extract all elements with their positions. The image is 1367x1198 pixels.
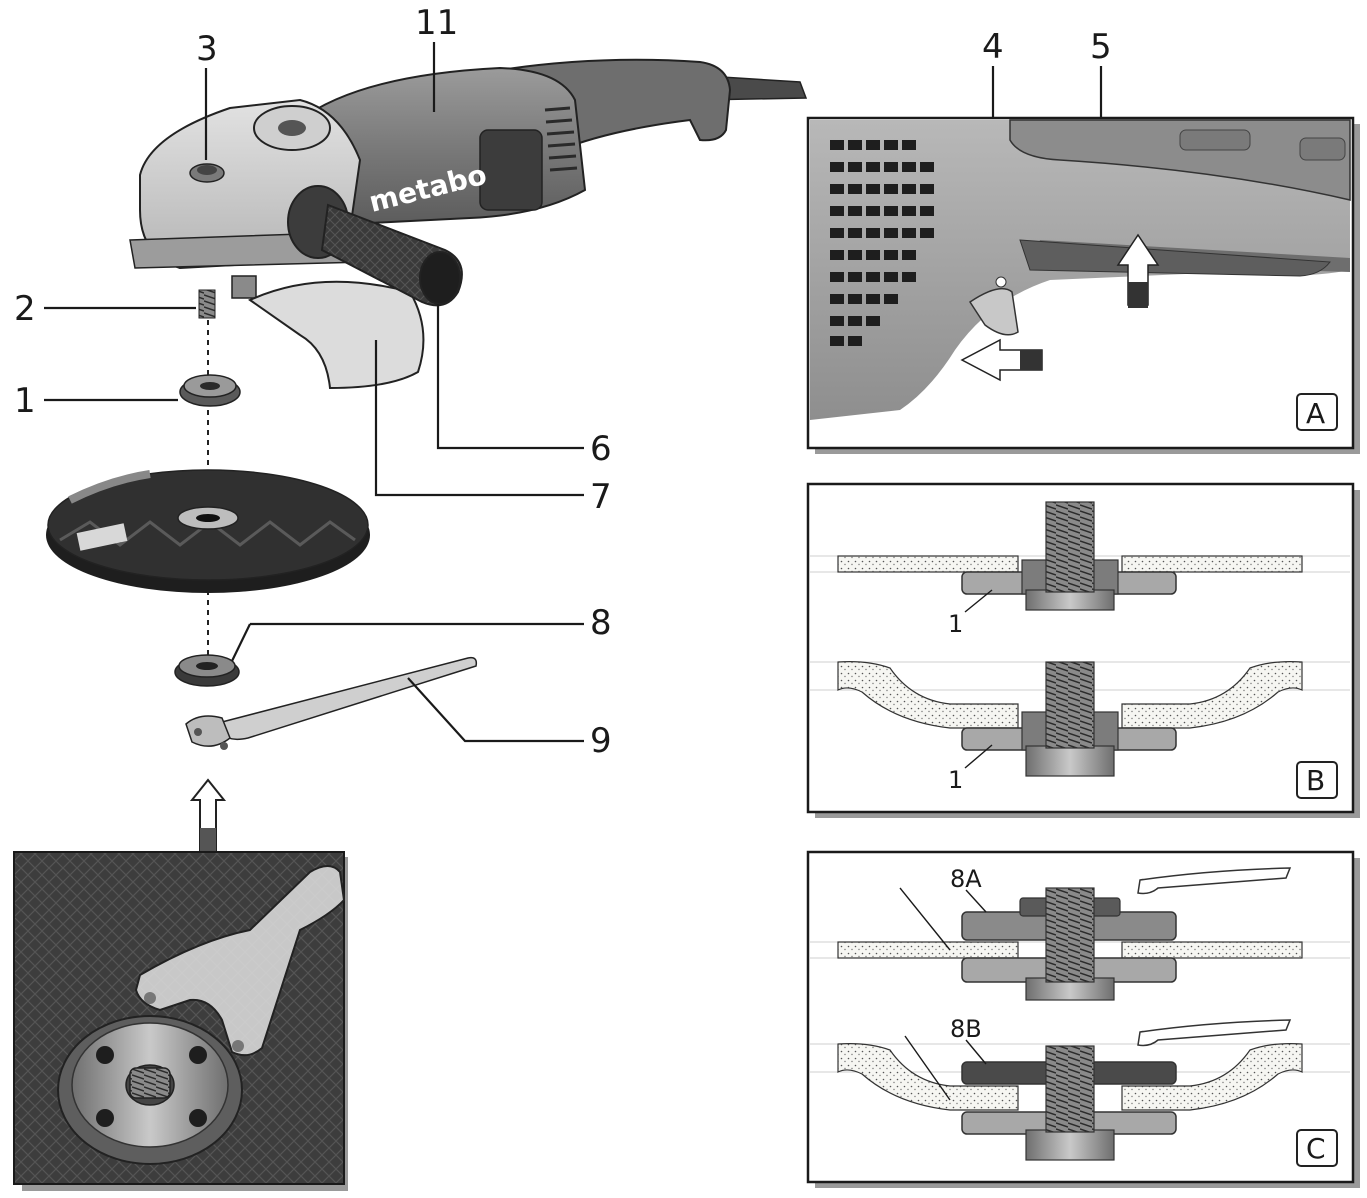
spanner-icon	[1137, 1019, 1292, 1047]
flat-disc-left	[837, 555, 1019, 573]
callout-4: 4	[982, 27, 1004, 67]
switch-paddle	[1019, 239, 1331, 277]
panel-b-label-top: 1	[948, 610, 963, 638]
switch-housing	[479, 129, 543, 211]
vent-grid	[830, 140, 934, 346]
spanner-icon	[134, 865, 346, 1057]
cutting-disc	[46, 469, 370, 593]
panel-a: A	[806, 116, 1360, 454]
spanner-icon	[1137, 867, 1292, 895]
callout-2: 2	[14, 289, 36, 329]
clamping-nut	[174, 654, 240, 687]
left-arrow-icon	[960, 338, 1043, 382]
cooling-vents	[544, 106, 578, 172]
callout-6: 6	[590, 429, 612, 469]
flat-disc-right	[1121, 555, 1303, 573]
callout-11: 11	[415, 3, 458, 43]
callout-9: 9	[590, 721, 612, 761]
thread-stud-icon	[1045, 501, 1095, 593]
lock-off-lever	[968, 287, 1019, 336]
callout-8: 8	[590, 603, 612, 643]
callout-5: 5	[1090, 27, 1112, 67]
panel-c-letter: C	[1306, 1132, 1326, 1165]
wheel-guard	[247, 280, 425, 390]
up-arrow-icon	[189, 778, 227, 853]
up-arrow-icon	[1116, 233, 1160, 308]
callout-7: 7	[590, 477, 612, 517]
panel-a-letter: A	[1306, 397, 1325, 430]
spindle	[198, 289, 216, 319]
angle-grinder: metabo	[129, 58, 808, 390]
panel-c: 8A 8B C	[806, 850, 1360, 1188]
panel-b: 1 1 B	[806, 482, 1360, 818]
support-flange	[179, 374, 241, 407]
spanner-photo-inset	[13, 851, 348, 1191]
callout-3: 3	[196, 29, 218, 69]
panel-c-label-top: 8A	[950, 865, 982, 893]
two-pin-spanner	[185, 656, 478, 750]
callout-1: 1	[14, 381, 36, 421]
panel-b-label-bottom: 1	[948, 766, 963, 794]
panel-c-label-bottom: 8B	[950, 1015, 982, 1043]
thread-stud-icon	[129, 1067, 171, 1099]
panel-b-letter: B	[1306, 764, 1325, 797]
